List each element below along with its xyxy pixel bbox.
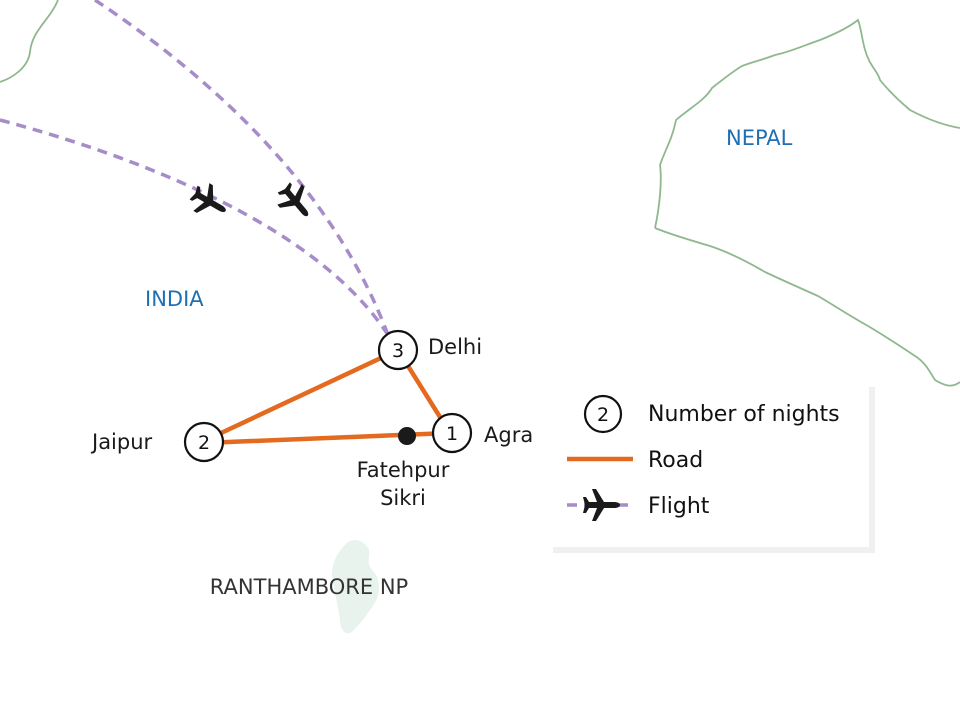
flight-route-west	[0, 118, 390, 336]
waypoint-label-line2: Sikri	[380, 486, 426, 510]
waypoint-label-line1: Fatehpur	[357, 458, 450, 482]
park-label: RANTHAMBORE NP	[210, 575, 408, 599]
stop-jaipur: 2	[183, 421, 225, 463]
stop-delhi: 3	[377, 329, 419, 371]
legend: 2 Number of nights Road Flight	[547, 381, 875, 553]
ranthambore-park-area	[332, 540, 380, 634]
border-northwest	[0, 0, 59, 83]
delhi-nights: 3	[392, 340, 404, 362]
fatehpur-sikri-dot	[398, 427, 416, 445]
country-label-nepal: NEPAL	[726, 126, 793, 150]
road-delhi-jaipur	[201, 347, 401, 444]
legend-label-nights: Number of nights	[648, 402, 840, 427]
city-label-jaipur: Jaipur	[90, 430, 153, 454]
nepal-border	[654, 18, 960, 387]
legend-label-road: Road	[648, 448, 703, 473]
flight-route-northwest	[94, 0, 390, 336]
agra-nights: 1	[446, 423, 458, 445]
night-count-circle	[183, 421, 225, 463]
legend-night-circle	[583, 394, 623, 434]
night-count-circle	[431, 412, 473, 454]
legend-night-sample: 2	[597, 404, 609, 426]
airplane-icon	[185, 178, 234, 225]
jaipur-nights: 2	[198, 432, 210, 454]
country-label-india: INDIA	[145, 287, 204, 311]
night-count-circle	[377, 329, 419, 371]
legend-label-flight: Flight	[648, 494, 710, 519]
city-label-delhi: Delhi	[428, 335, 482, 359]
stop-agra: 1	[431, 412, 473, 454]
city-label-agra: Agra	[484, 423, 533, 447]
